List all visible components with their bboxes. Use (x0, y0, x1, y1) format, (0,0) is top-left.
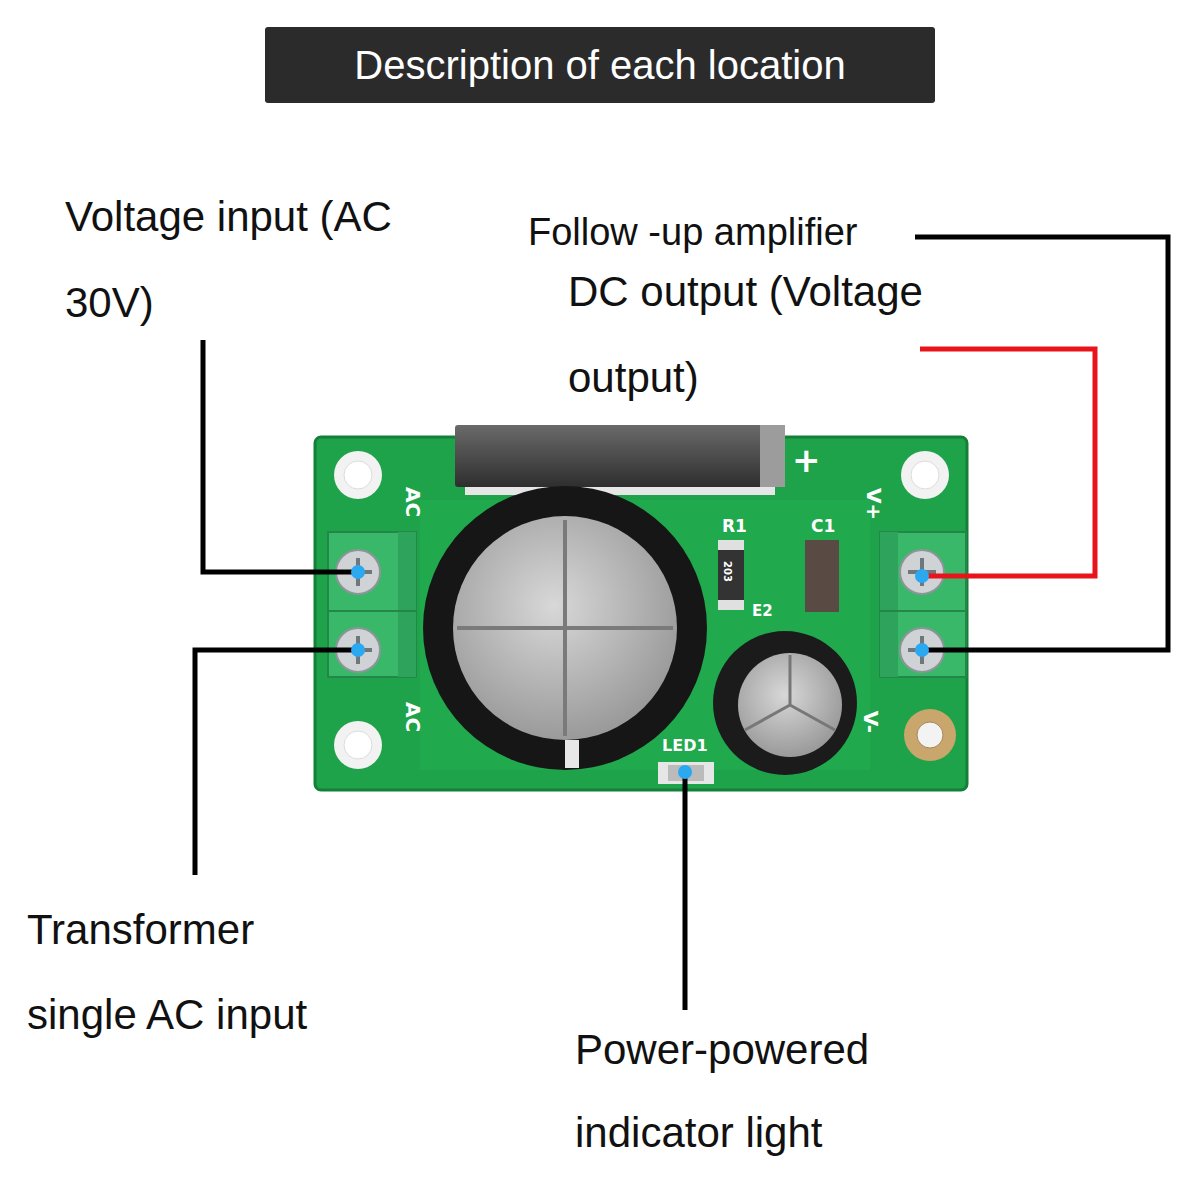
output-capacitor (713, 631, 857, 775)
callout-label: DC output (Voltage output) (568, 249, 928, 421)
capacitor-c1 (805, 540, 839, 612)
bridge-rectifier (455, 425, 785, 495)
part-label: R1 (722, 516, 747, 536)
callout-label: Follow -up amplifier (528, 207, 948, 257)
terminal-screw (900, 550, 944, 594)
leader-line (683, 772, 688, 1010)
pin-label: AC (401, 487, 425, 517)
pin-label: V- (859, 711, 883, 733)
leader-line (920, 349, 1095, 576)
part-label: C1 (811, 516, 835, 536)
callout-label: Voltage input (AC 30V) (65, 174, 395, 346)
title-banner: Description of each location (265, 27, 935, 103)
part-label: LED1 (662, 736, 708, 755)
pin-label: AC (401, 702, 425, 732)
part-label: E2 (752, 602, 773, 620)
callout-dots (351, 565, 929, 779)
mounting-hole (334, 721, 382, 769)
pin-label: V+ (862, 488, 886, 520)
leader-lines (195, 237, 1168, 1010)
leader-line (915, 237, 1168, 650)
leader-line (203, 340, 358, 572)
mounting-hole (901, 451, 949, 499)
pcb-board (315, 437, 967, 790)
filter-capacitor (423, 486, 707, 770)
mounting-hole (334, 451, 382, 499)
callout-label: Transformer single AC input (27, 887, 372, 1057)
output-terminal-block (880, 532, 966, 677)
input-terminal-block (328, 532, 416, 677)
resistor-code: 203 (722, 561, 733, 582)
resistor-r1 (718, 540, 744, 610)
brass-nut (904, 709, 956, 761)
callout-label: Power-powered indicator light (575, 1008, 930, 1174)
polarity-mark: + (792, 440, 821, 480)
leader-line (195, 650, 358, 875)
